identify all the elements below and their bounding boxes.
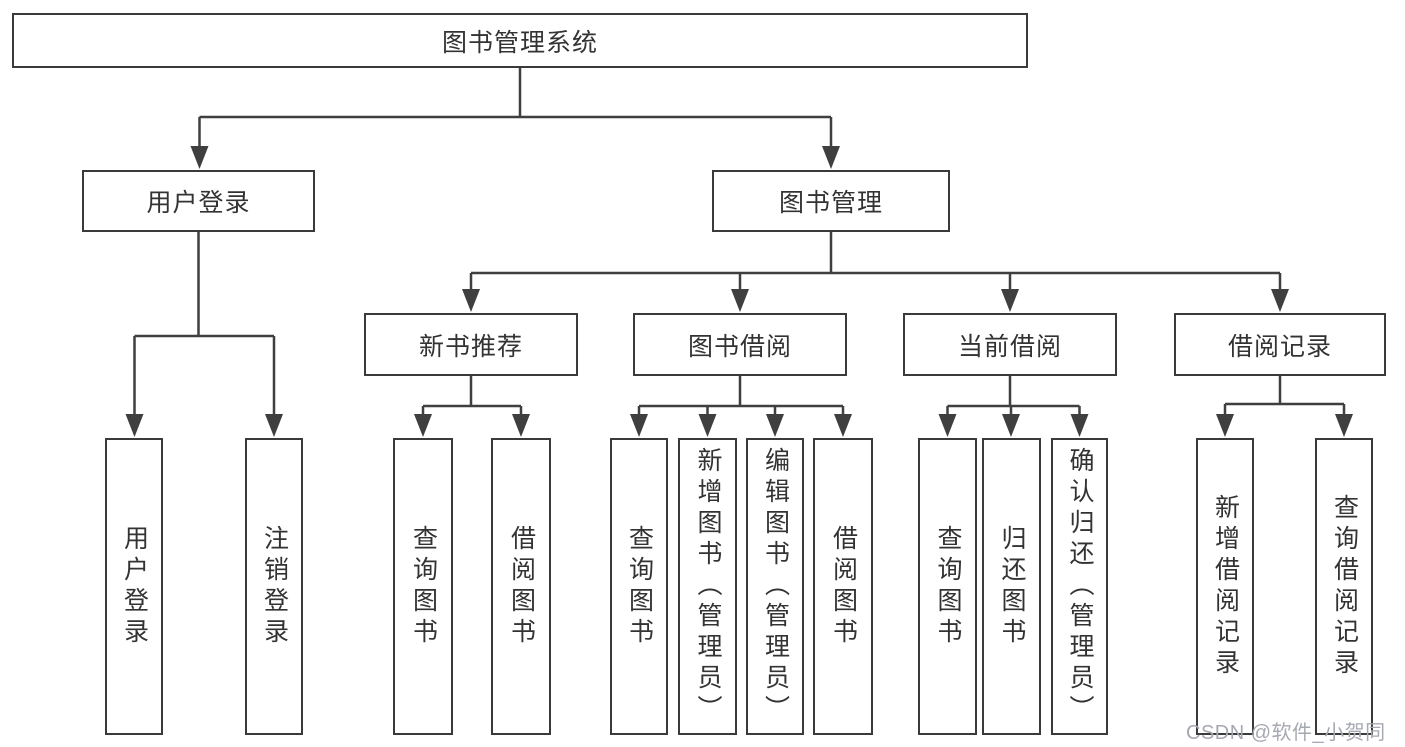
arrowhead bbox=[834, 414, 852, 437]
connector-book-management bbox=[462, 232, 1289, 312]
arrowhead bbox=[938, 414, 957, 437]
arrowhead bbox=[1271, 289, 1289, 312]
node-new-book-recommend: 新书推荐 bbox=[364, 313, 578, 376]
arrowhead bbox=[1216, 414, 1234, 437]
leaf-query-books-current: 查询图书 bbox=[918, 438, 977, 735]
connector-new-book-recommend bbox=[414, 376, 530, 437]
connector-user-login bbox=[125, 232, 283, 437]
arrowhead bbox=[1001, 289, 1019, 312]
arrowhead bbox=[462, 289, 480, 312]
leaf-borrow-books-borrowing: 借阅图书 bbox=[813, 438, 873, 735]
leaf-logout-login: 注销登录 bbox=[245, 438, 303, 735]
node-book-management: 图书管理 bbox=[712, 170, 950, 232]
connector-borrow-records bbox=[1216, 376, 1353, 437]
arrowhead bbox=[731, 289, 749, 312]
connector-current-borrowing bbox=[938, 376, 1089, 437]
arrowhead bbox=[512, 414, 530, 437]
node-current-borrowing: 当前借阅 bbox=[903, 313, 1117, 376]
node-user-login: 用户登录 bbox=[82, 170, 315, 232]
arrowhead bbox=[766, 414, 784, 437]
leaf-user-login: 用户登录 bbox=[105, 438, 163, 735]
leaf-add-borrow-record: 新增借阅记录 bbox=[1196, 438, 1254, 735]
arrowhead bbox=[1002, 414, 1020, 437]
arrowhead bbox=[414, 414, 432, 437]
arrowhead bbox=[125, 414, 144, 437]
connector-book-borrowing bbox=[630, 376, 852, 437]
leaf-query-borrow-record: 查询借阅记录 bbox=[1315, 438, 1373, 735]
leaf-query-books-borrowing: 查询图书 bbox=[610, 438, 668, 735]
arrowhead bbox=[630, 414, 648, 437]
arrowhead bbox=[822, 146, 840, 169]
node-book-borrowing: 图书借阅 bbox=[633, 313, 847, 376]
arrowhead bbox=[190, 146, 209, 169]
connector-root bbox=[190, 68, 840, 169]
leaf-add-book-admin: 新增图书（管理员） bbox=[678, 438, 737, 735]
leaf-edit-book-admin: 编辑图书（管理员） bbox=[746, 438, 804, 735]
leaf-return-book: 归还图书 bbox=[982, 438, 1041, 735]
leaf-confirm-return-admin: 确认归还（管理员） bbox=[1051, 438, 1108, 735]
arrowhead bbox=[265, 414, 283, 437]
node-root: 图书管理系统 bbox=[12, 13, 1028, 68]
watermark: CSDN @软件_小贺同学 bbox=[1186, 722, 1386, 744]
arrowhead bbox=[1070, 414, 1089, 437]
arrowhead bbox=[1335, 414, 1353, 437]
arrowhead bbox=[698, 414, 717, 437]
leaf-borrow-books-recommend: 借阅图书 bbox=[491, 438, 551, 735]
leaf-query-books-recommend: 查询图书 bbox=[393, 438, 453, 735]
node-borrow-records: 借阅记录 bbox=[1174, 313, 1386, 376]
